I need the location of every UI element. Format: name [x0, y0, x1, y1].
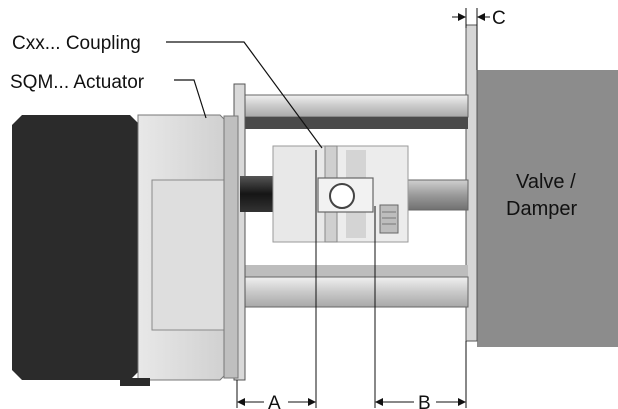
actuator-foot	[120, 378, 150, 386]
coupling-bore	[329, 183, 355, 209]
dimension-c: C	[452, 8, 506, 70]
actuator-dark-housing	[12, 115, 140, 380]
bracket-top-inner	[240, 117, 468, 129]
actuator-mount-face	[223, 115, 239, 379]
coupling-leader-line	[166, 41, 323, 149]
bracket-bottom-bar	[239, 276, 469, 308]
coupling	[272, 145, 409, 243]
valve-body	[477, 70, 618, 347]
coupling-callout: Cxx... Coupling	[12, 33, 323, 149]
dimension-b: B	[374, 206, 467, 409]
valve-label-line1: Valve /	[516, 171, 576, 193]
coupling-label: Cxx... Coupling	[12, 33, 141, 54]
dim-b-label: B	[418, 393, 431, 409]
bracket-top-bar	[239, 94, 469, 118]
mounting-bracket	[233, 83, 469, 381]
dimension-a: A	[236, 150, 317, 409]
actuator-leader-line	[174, 79, 207, 119]
actuator-panel	[151, 179, 225, 331]
actuator-label: SQM... Actuator	[10, 72, 145, 93]
dim-a-label: A	[268, 393, 281, 409]
bracket-bottom-inner	[240, 265, 468, 277]
coupling-screw	[379, 204, 399, 234]
actuator	[12, 114, 239, 386]
dim-c-label: C	[492, 8, 506, 29]
valve-damper: Valve / Damper	[465, 24, 618, 347]
valve-label-line2: Damper	[506, 198, 577, 220]
actuator-callout: SQM... Actuator	[10, 72, 207, 119]
